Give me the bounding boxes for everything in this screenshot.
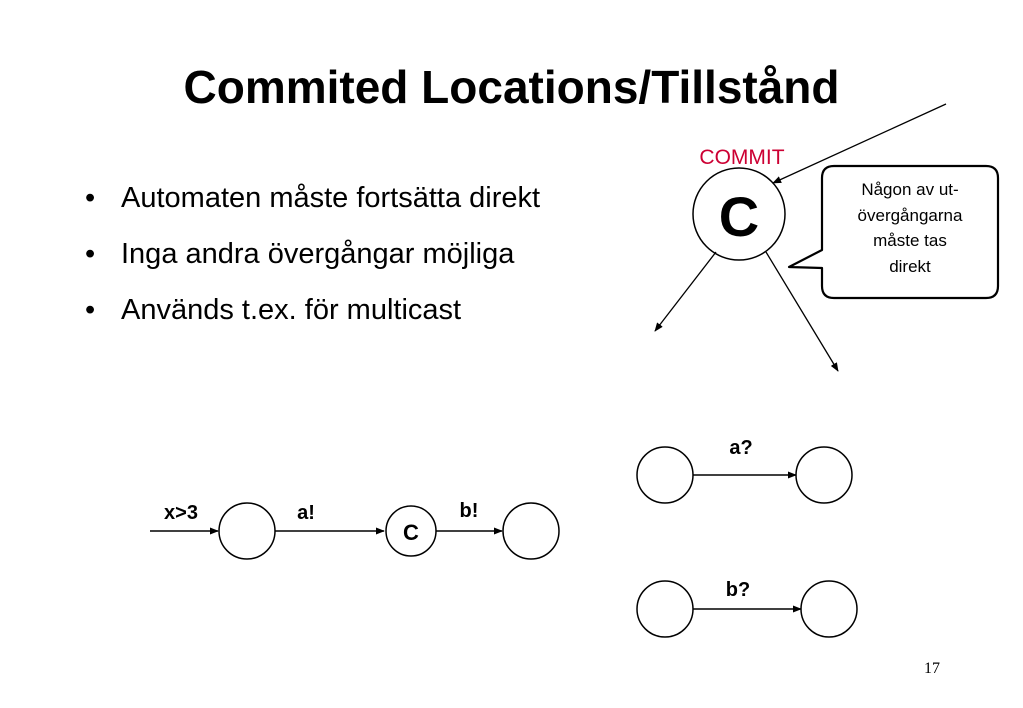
bullet-text: Inga andra övergångar möjliga	[121, 238, 515, 270]
bullet-dot: •	[85, 294, 96, 326]
page-number: 17	[924, 660, 940, 677]
receiver-a-state-1	[636, 446, 694, 504]
bullet-text: Används t.ex. för multicast	[121, 294, 462, 326]
sender-committed-letter: C	[403, 520, 419, 545]
bullet-item: • Automaten måste fortsätta direkt	[85, 170, 540, 226]
commit-node-letter: C	[719, 185, 759, 248]
sender-state-1	[218, 502, 276, 560]
guard-label: x>3	[164, 502, 198, 524]
callout-line: direkt	[889, 257, 931, 276]
commit-node	[692, 167, 786, 261]
receiver-b-state-2	[800, 580, 858, 638]
slide-title: Commited Locations/Tillstånd	[183, 61, 840, 113]
callout-line: Någon av ut-	[861, 180, 958, 199]
bullet-item: • Inga andra övergångar möjliga	[85, 226, 540, 282]
receiver-a-state-2	[795, 446, 853, 504]
commit-label: COMMIT	[699, 146, 784, 169]
sender-state-3	[502, 502, 560, 560]
commit-out-edge-right	[765, 251, 839, 372]
receive-a-label: a?	[729, 437, 752, 459]
bullet-item: • Används t.ex. för multicast	[85, 282, 540, 338]
commit-out-edge-left	[654, 251, 717, 332]
receiver-b-state-1	[636, 580, 694, 638]
bullet-dot: •	[85, 182, 96, 214]
send-a-label: a!	[297, 502, 315, 524]
bullet-list: • Automaten måste fortsätta direkt • Inga …	[85, 170, 540, 338]
bullet-dot: •	[85, 238, 96, 270]
callout-bubble	[787, 164, 1000, 300]
receive-b-label: b?	[726, 579, 750, 601]
commit-pointer-line	[772, 103, 947, 184]
bullet-text: Automaten måste fortsätta direkt	[121, 182, 541, 214]
callout-line: övergångarna	[858, 206, 963, 225]
send-b-label: b!	[460, 500, 479, 522]
callout-line: måste tas	[873, 231, 947, 250]
